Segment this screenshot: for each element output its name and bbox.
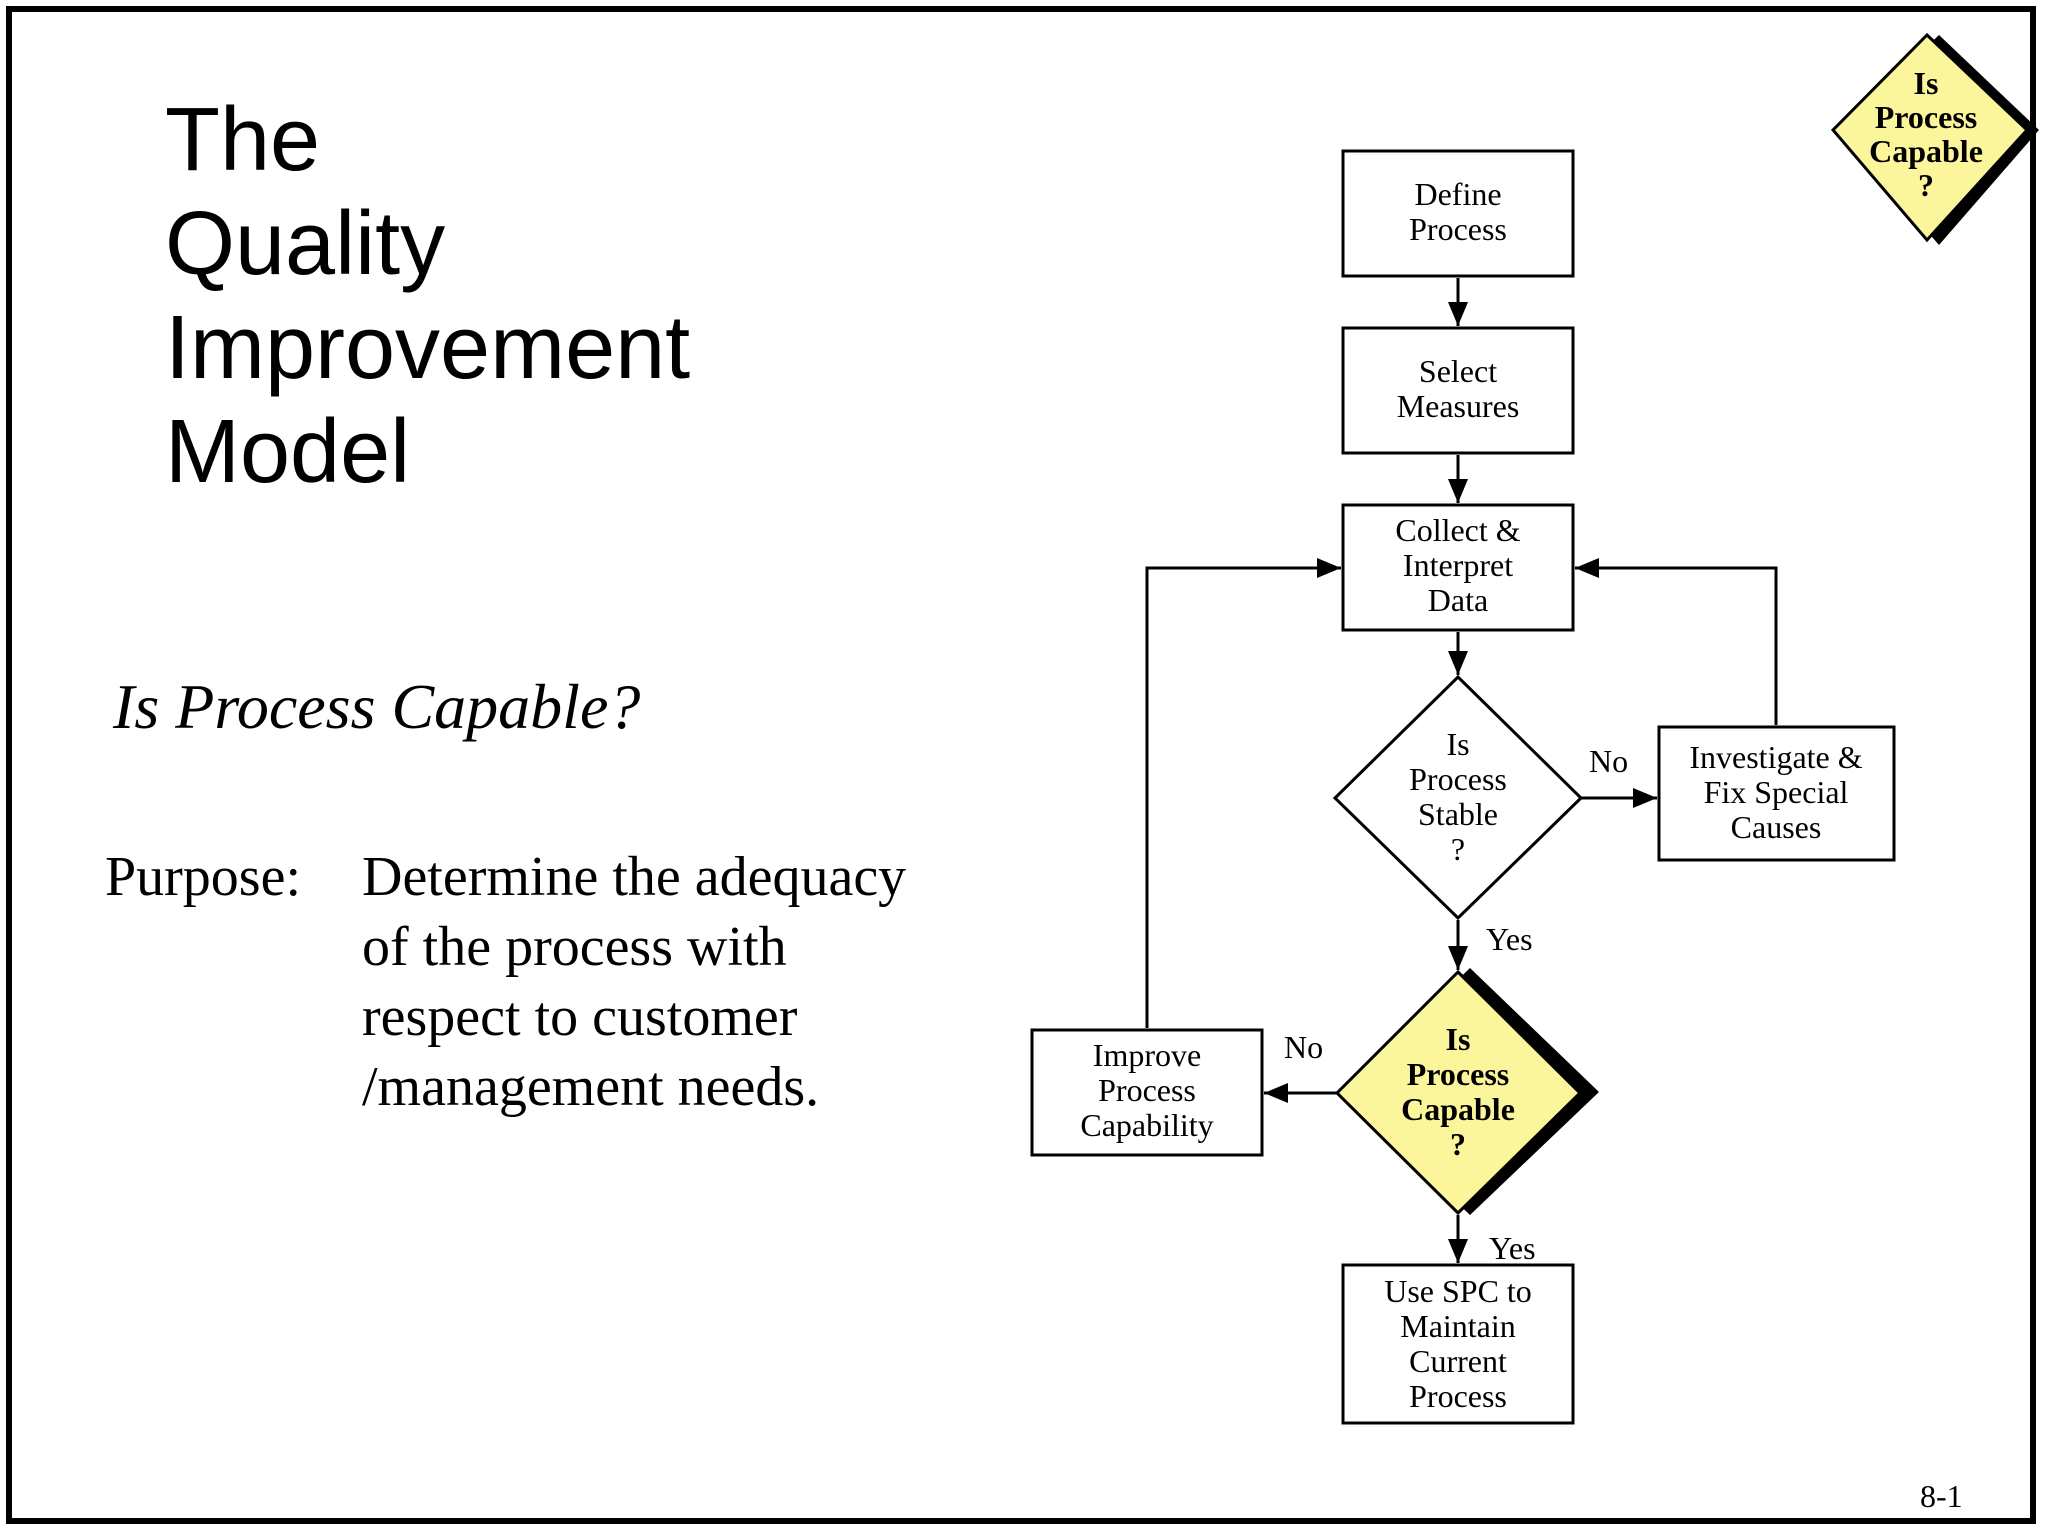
collect-data-box: Collect & Interpret Data xyxy=(1341,503,1575,632)
investigate-line-1: Investigate & xyxy=(1689,739,1862,775)
collect-data-rect xyxy=(1341,503,1575,632)
page-number: 8-1 xyxy=(1920,1478,1963,1514)
purpose-line-4: /management needs. xyxy=(362,1056,820,1118)
corner-badge-line-2: Process xyxy=(1875,99,1977,135)
capable-decision-shape xyxy=(1334,969,1583,1216)
investigate-line-3: Causes xyxy=(1731,809,1822,845)
purpose-text: Determine the adequacy of the process wi… xyxy=(362,842,906,1122)
capable-decision-line-1: Is xyxy=(1446,1021,1471,1057)
corner-badge-line-4: ? xyxy=(1918,167,1934,203)
investigate-line-2: Fix Special xyxy=(1704,774,1849,810)
title-line-2: Quality xyxy=(165,194,446,294)
corner-badge-shape xyxy=(1830,32,2030,243)
label-yes-stable: Yes xyxy=(1486,921,1533,957)
purpose-line-3: respect to customer xyxy=(362,986,798,1048)
improve-process-rect xyxy=(1030,1028,1264,1157)
capable-decision-line-4: ? xyxy=(1450,1126,1466,1162)
arrow-improve-to-collect xyxy=(1145,558,1341,1028)
title-line-4: Model xyxy=(165,402,411,502)
capable-decision-line-3: Capable xyxy=(1401,1091,1515,1127)
investigate-rect xyxy=(1657,725,1896,862)
collect-data-line-2: Interpret xyxy=(1403,547,1513,583)
slide-subtitle: Is Process Capable? xyxy=(113,671,641,742)
corner-badge-diamond: Is Process Capable ? xyxy=(1830,32,2039,245)
stable-decision-line-3: Stable xyxy=(1418,796,1498,832)
define-process-line-1: Define xyxy=(1414,176,1501,212)
slide-frame xyxy=(6,6,2036,1524)
capable-decision-line-2: Process xyxy=(1407,1056,1509,1092)
arrow-investigate-to-collect xyxy=(1575,558,1778,725)
use-spc-box: Use SPC to Maintain Current Process xyxy=(1341,1263,1575,1425)
collect-data-line-3: Data xyxy=(1428,582,1488,618)
stable-decision-line-4: ? xyxy=(1451,831,1465,867)
select-measures-line-1: Select xyxy=(1419,353,1497,389)
define-process-rect xyxy=(1341,149,1575,278)
stable-decision-line-2: Process xyxy=(1409,761,1507,797)
title-line-3: Improvement xyxy=(165,298,691,398)
title-line-1: The xyxy=(165,90,321,190)
select-measures-rect xyxy=(1341,326,1575,455)
purpose-label: Purpose: xyxy=(105,846,301,908)
purpose-line-2: of the process with xyxy=(362,916,787,978)
improve-process-line-1: Improve xyxy=(1093,1037,1201,1073)
select-measures-box: Select Measures xyxy=(1341,326,1575,455)
define-process-box: Define Process xyxy=(1341,149,1575,278)
define-process-line-2: Process xyxy=(1409,211,1507,247)
use-spc-rect xyxy=(1341,1263,1575,1425)
use-spc-line-3: Current xyxy=(1409,1343,1507,1379)
corner-badge-line-1: Is xyxy=(1914,65,1939,101)
corner-badge-line-3: Capable xyxy=(1869,133,1983,169)
improve-process-line-3: Capability xyxy=(1080,1107,1213,1143)
label-no-capable: No xyxy=(1284,1029,1323,1065)
investigate-box: Investigate & Fix Special Causes xyxy=(1657,725,1896,862)
purpose-line-1: Determine the adequacy xyxy=(362,846,907,908)
use-spc-line-4: Process xyxy=(1409,1378,1507,1414)
stable-decision-line-1: Is xyxy=(1446,726,1469,762)
select-measures-line-2: Measures xyxy=(1397,388,1520,424)
use-spc-line-2: Maintain xyxy=(1400,1308,1516,1344)
improve-process-line-2: Process xyxy=(1098,1072,1196,1108)
stable-decision-diamond: Is Process Stable ? xyxy=(1332,674,1584,921)
label-no-stable: No xyxy=(1589,743,1628,779)
slide-title: The Quality Improvement Model xyxy=(165,88,690,504)
stable-decision-shape xyxy=(1332,674,1584,921)
improve-process-box: Improve Process Capability xyxy=(1030,1028,1264,1157)
label-yes-capable: Yes xyxy=(1489,1230,1536,1266)
use-spc-line-1: Use SPC to xyxy=(1384,1273,1532,1309)
collect-data-line-1: Collect & xyxy=(1395,512,1520,548)
capable-decision-diamond: Is Process Capable ? xyxy=(1334,968,1599,1216)
